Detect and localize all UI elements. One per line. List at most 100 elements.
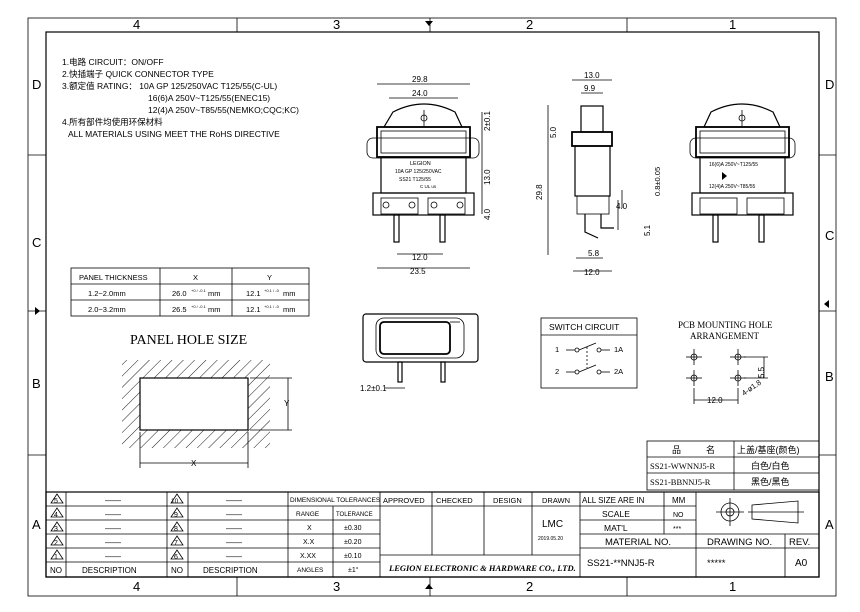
panel-table-r1c2: 26.0 <box>172 289 187 298</box>
side-dim-d4: 5.8 <box>588 249 600 258</box>
panel-table-r1c3-tol: +0.1 / -0 <box>264 288 280 293</box>
panel-table-r2c3-tol: +0.1 / -0 <box>264 304 280 309</box>
side-dim-d1: 4.0 <box>616 202 628 211</box>
panel-table-r2c2: 26.5 <box>172 305 187 314</box>
front-dim-w2: 24.0 <box>412 89 428 98</box>
rev-value: A0 <box>795 558 808 569</box>
side-dim-w1: 13.0 <box>584 71 600 80</box>
front-dim-h1: 2±0.1 <box>483 110 492 131</box>
panel-table-r2c1: 2.0~3.2mm <box>88 305 126 314</box>
note-4b: ALL MATERIALS USING MEET THE RoHS DIRECT… <box>68 129 280 139</box>
rev-desc-5: —— <box>105 496 121 505</box>
rev-footer-no-left: NO <box>50 566 62 575</box>
pcb-dim-hole: 4-ø1.8 <box>740 378 763 398</box>
col-label-4-bottom: 4 <box>133 579 140 594</box>
tol-h-tolerance: TOLERANCE <box>336 512 373 518</box>
note-3c: 12(4)A 250V~T85/55(NEMKO;CQC;KC) <box>148 105 299 115</box>
company-name: LEGION ELECTRONIC & HARDWARE CO., LTD. <box>388 563 576 573</box>
front-label-1: LEGION <box>410 161 431 167</box>
pcb-dim-h: 5.5 <box>757 366 766 378</box>
panel-hole-x-label: X <box>191 459 197 468</box>
tolerances-title: DIMENSIONAL TOLERANCES <box>290 497 381 504</box>
pcb-title-2: ARRANGEMENT <box>690 331 760 341</box>
switch-circuit-title: SWITCH CIRCUIT <box>549 322 619 332</box>
drawing-no-label: DRAWING NO. <box>707 537 772 548</box>
front-dim-w1: 29.8 <box>412 75 428 84</box>
rear-label-1: 16(6)A 250V~T125/55 <box>709 162 758 168</box>
bottom-view-dim: 1.2±0.1 <box>360 384 387 393</box>
rev-footer-desc-right: DESCRIPTION <box>203 566 258 575</box>
row-label-b-right: B <box>825 369 834 384</box>
material-no-value: SS21-**NNJ5-R <box>587 558 655 569</box>
title-block-lines <box>45 491 820 578</box>
rev-desc-4: —— <box>105 510 121 519</box>
checked-label: CHECKED <box>436 496 473 505</box>
note-4: 4.所有部件均使用环保材料 <box>62 117 163 127</box>
rev-no-6: 6 <box>174 554 178 561</box>
rev-desc-1: —— <box>105 552 121 561</box>
rev-desc-2: —— <box>105 538 121 547</box>
panel-table-r1c3: 12.1 <box>246 289 261 298</box>
front-dim-h3: 4.0 <box>483 208 492 220</box>
row-label-c-right: C <box>825 228 834 243</box>
scale-label: SCALE <box>602 509 630 519</box>
panel-hole-y-label: Y <box>284 399 290 408</box>
panel-table-h1: PANEL THICKNESS <box>79 273 148 282</box>
rev-no-10: 10 <box>171 498 179 505</box>
tol-r1-value: ±0.30 <box>344 525 362 532</box>
side-dim-h1: 5.0 <box>549 126 558 138</box>
matl-label: MAT'L <box>604 523 628 533</box>
scale-value: NO <box>673 512 684 519</box>
rev-label: REV. <box>789 537 810 548</box>
col-label-1: 1 <box>729 17 736 32</box>
panel-table-r1c3-unit: mm <box>283 289 296 298</box>
bom-r1c2: 白色/白色 <box>751 460 790 471</box>
tol-r4-range: ANGLES <box>297 567 324 574</box>
rev-desc-3: —— <box>105 524 121 533</box>
rev-no-2: 2 <box>54 540 58 547</box>
panel-table <box>70 267 310 317</box>
panel-table-r1c2-tol: +0 / -0.1 <box>191 288 207 293</box>
rear-view: 16(6)A 250V~T125/55 12(4)A 250V~T85/55 <box>689 103 796 243</box>
zone-markers-top <box>28 18 836 596</box>
revision-table <box>50 493 184 560</box>
switch-label-1a: 1A <box>614 345 623 354</box>
panel-hole-drawing <box>122 360 292 468</box>
side-dim-d3: 5.1 <box>643 224 652 236</box>
projection-symbol-icon <box>716 498 804 526</box>
note-3b: 16(6)A 250V~T125/55(ENEC15) <box>148 93 270 103</box>
rev-desc-6: —— <box>226 552 242 561</box>
rev-no-9: 9 <box>174 512 178 519</box>
rev-desc-10: —— <box>226 496 242 505</box>
drawn-label: DRAWN <box>542 496 570 505</box>
rev-no-7: 7 <box>174 540 178 547</box>
row-label-a: A <box>32 517 41 532</box>
bom-r2c2: 黑色/黑色 <box>751 476 790 487</box>
front-dim-h2: 13.0 <box>483 169 492 185</box>
side-dim-d5: 12.0 <box>584 268 600 277</box>
bom-r1c1: SS21-WWNNJ5-R <box>650 461 715 471</box>
panel-table-r2c2-unit: mm <box>208 305 221 314</box>
side-dim-w2: 9.9 <box>584 84 596 93</box>
front-label-2: 10A GP 125/250VAC <box>395 169 442 175</box>
drawn-by: LMC <box>542 519 563 530</box>
panel-hole-title: PANEL HOLE SIZE <box>130 333 247 348</box>
design-label: DESIGN <box>493 496 522 505</box>
tol-h-range: RANGE <box>296 511 320 518</box>
tol-r2-value: ±0.20 <box>344 539 362 546</box>
switch-circuit <box>540 317 638 389</box>
rev-desc-7: —— <box>226 538 242 547</box>
tol-r3-value: ±0.10 <box>344 553 362 560</box>
note-2: 2.快插端子 QUICK CONNECTOR TYPE <box>62 69 214 79</box>
panel-table-r1c1: 1.2~2.0mm <box>88 289 126 298</box>
rear-label-2: 12(4)A 250V~T85/55 <box>709 184 756 190</box>
panel-table-r2c3-unit: mm <box>283 305 296 314</box>
front-label-3: SS21 T125/55 <box>399 177 431 183</box>
rev-no-1: 1 <box>54 554 58 561</box>
row-label-c: C <box>32 235 41 250</box>
tol-r1-range: X <box>307 525 312 532</box>
pcb-dim-w: 12.0 <box>707 396 723 405</box>
pcb-holes <box>686 349 768 404</box>
switch-label-2: 2 <box>555 367 559 376</box>
col-label-3-bottom: 3 <box>333 579 340 594</box>
